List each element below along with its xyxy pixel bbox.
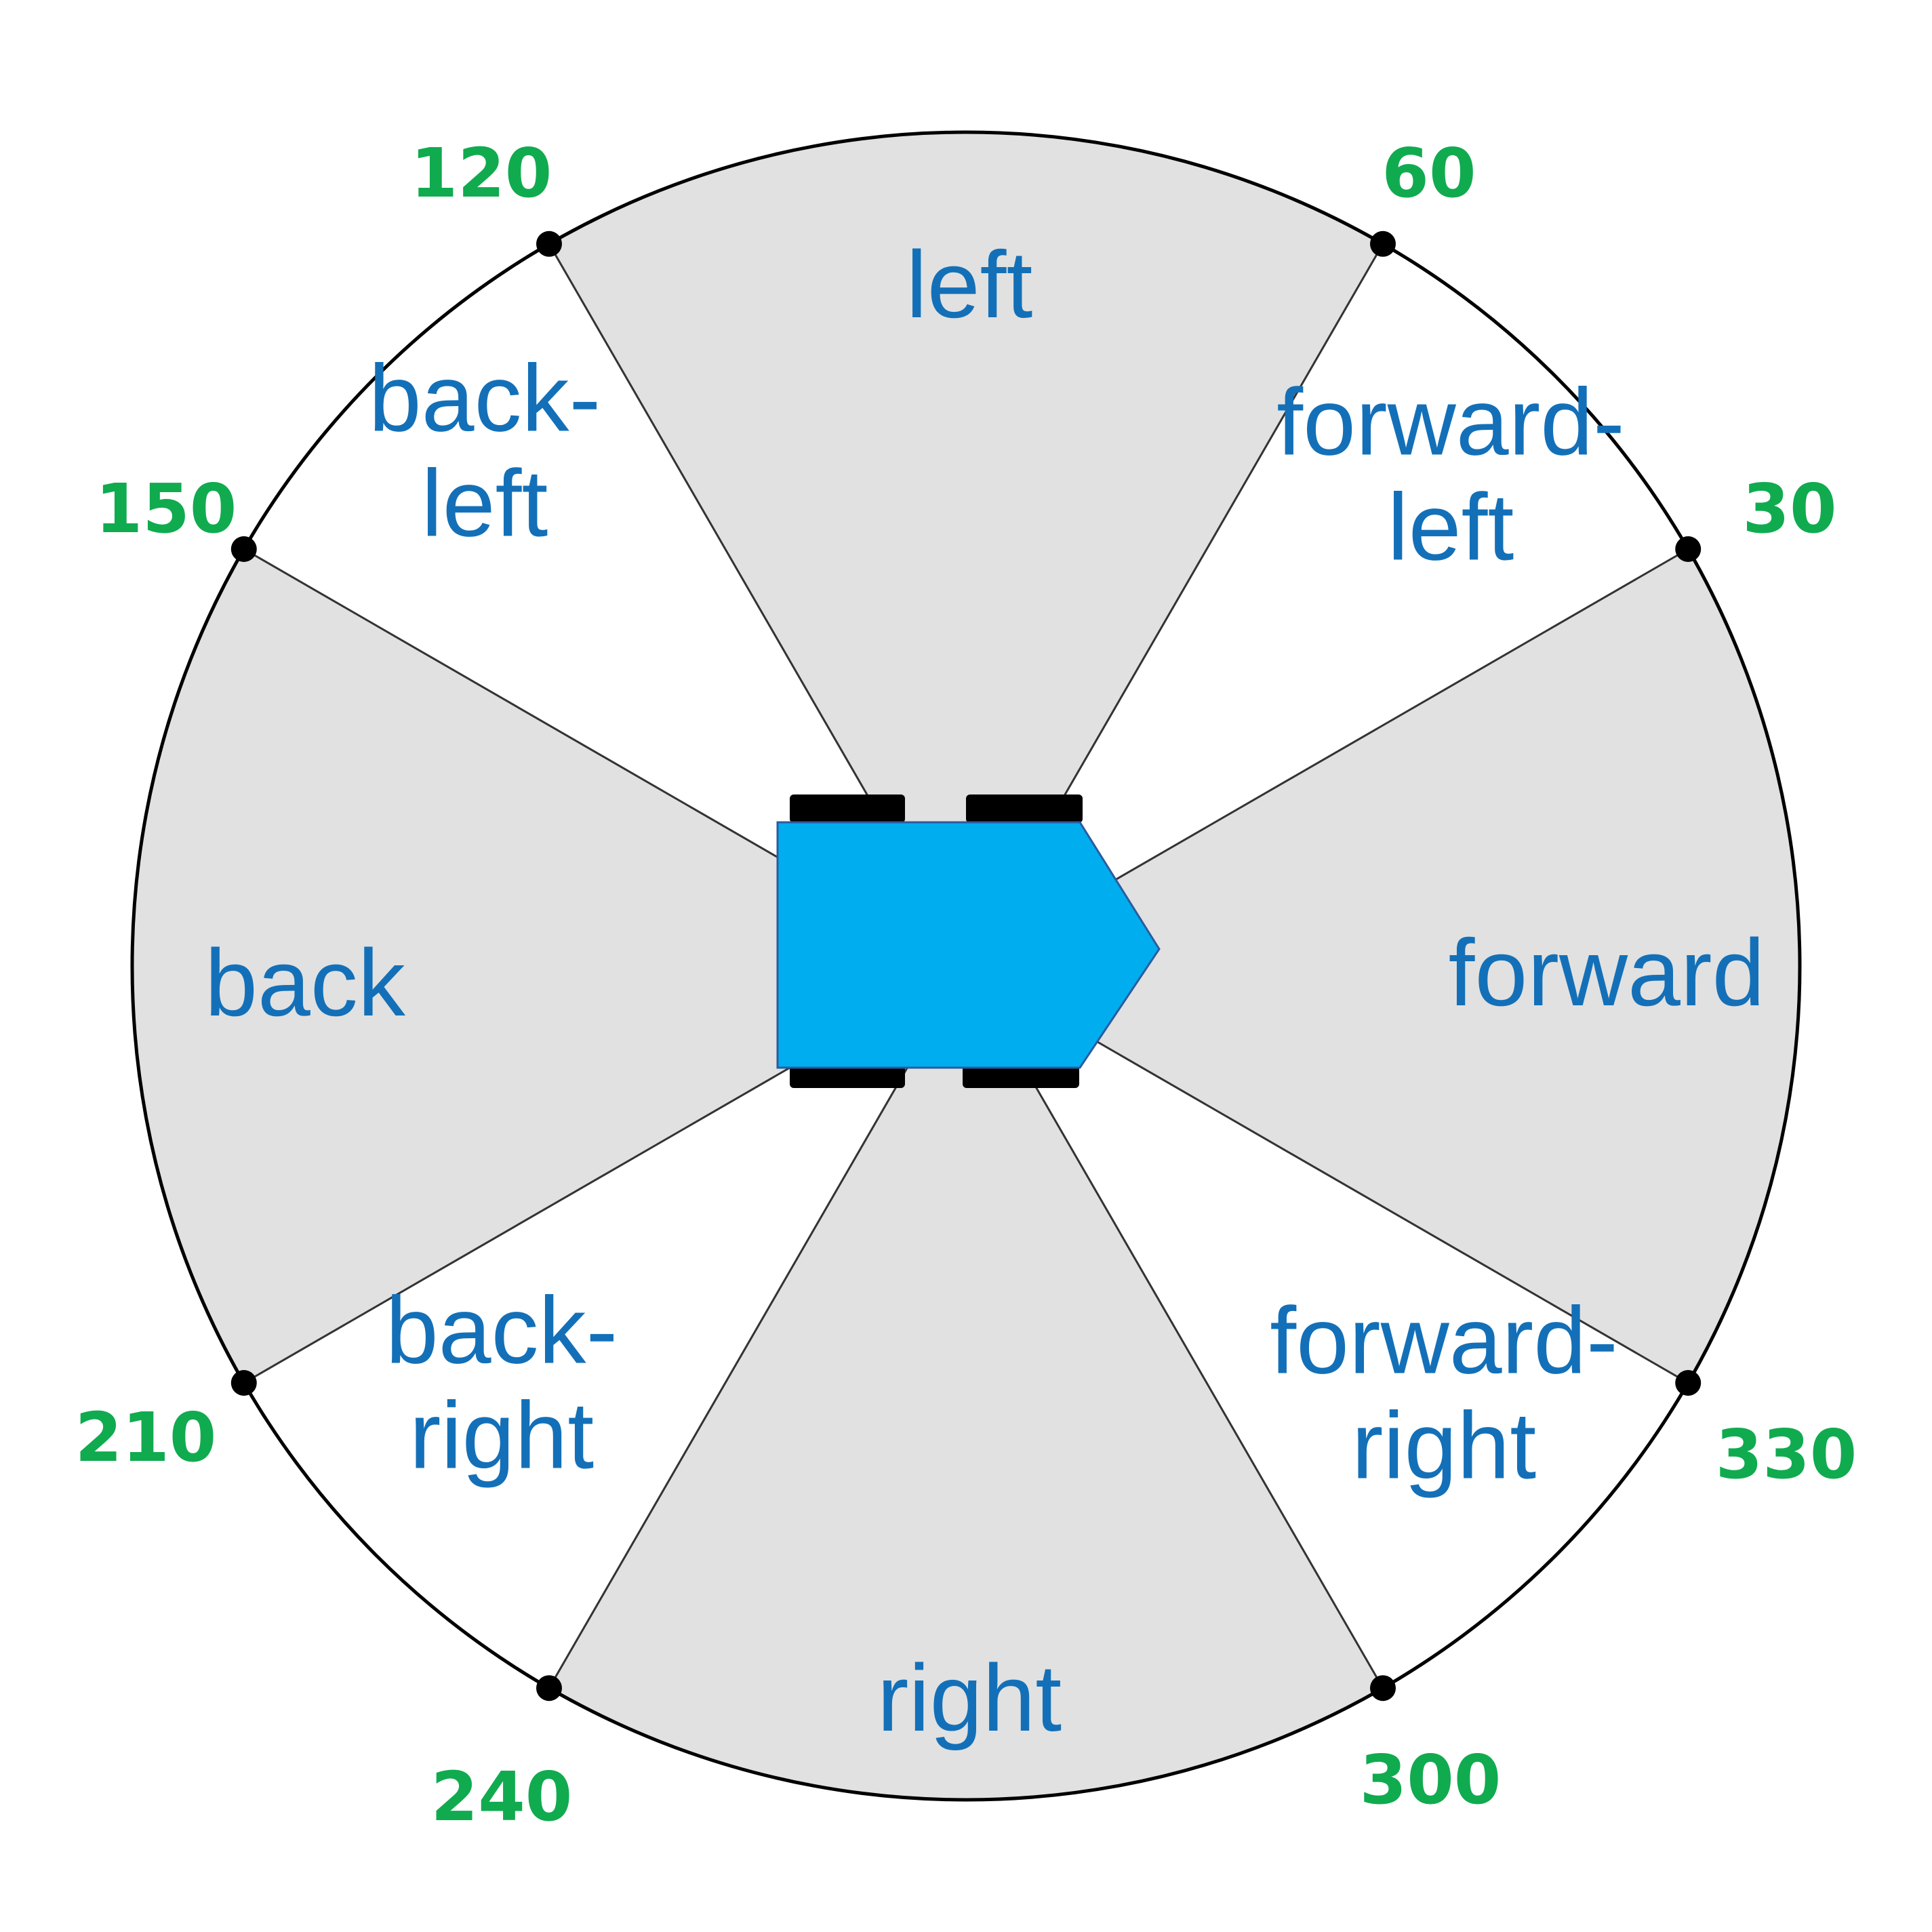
sector-back-left	[243, 243, 966, 966]
sector-labels: forwardforward-leftleftback-leftbackback…	[205, 231, 1765, 1751]
robot-wheel-top-rear	[790, 794, 905, 823]
sector-forward	[966, 549, 1800, 1383]
angle-marker-60	[1370, 230, 1396, 257]
sectors-layer	[132, 132, 1800, 1800]
sector-label-left: left	[906, 231, 1033, 338]
sector-label-line: forward-	[1276, 369, 1624, 475]
sector-label-line: back-	[369, 345, 601, 451]
sector-label-line: right	[1352, 1392, 1536, 1499]
angle-marker-210	[230, 1370, 257, 1396]
angle-label-330: 330	[1716, 1415, 1857, 1494]
angle-label-120: 120	[411, 134, 552, 213]
sector-left	[549, 132, 1383, 966]
angle-label-150: 150	[96, 469, 237, 548]
angle-marker-300	[1370, 1675, 1396, 1702]
sector-label-line: forward-	[1270, 1287, 1617, 1394]
sector-forward-left	[966, 243, 1689, 966]
sector-forward-right	[966, 966, 1689, 1689]
angle-label-300: 300	[1360, 1740, 1502, 1819]
angle-marker-240	[536, 1675, 562, 1702]
sector-back	[132, 549, 966, 1383]
sector-label-right: right	[877, 1645, 1062, 1751]
sector-back-right	[243, 966, 966, 1689]
sector-label-forward: forward	[1449, 919, 1765, 1026]
sector-label-forward-right: forward-right	[1270, 1287, 1617, 1499]
robot	[776, 794, 1161, 1088]
robot-wheel-top-front	[966, 794, 1083, 823]
sector-label-back-right: back-right	[386, 1277, 618, 1489]
sector-label-line: right	[877, 1645, 1062, 1751]
angle-marker-330	[1675, 1370, 1702, 1396]
outer-ring	[130, 130, 1802, 1802]
sector-label-back: back	[205, 929, 406, 1036]
sector-label-line: forward	[1449, 919, 1765, 1026]
sector-label-line: left	[422, 450, 548, 557]
angle-label-210: 210	[75, 1398, 217, 1477]
angle-labels: 30 60 120 150 210 240 300 330	[75, 134, 1857, 1836]
angle-marker-150	[230, 536, 257, 562]
robot-body	[776, 821, 1161, 1069]
sector-label-back-left: back-left	[369, 345, 601, 557]
angle-markers	[230, 230, 1702, 1702]
sector-label-line: right	[409, 1382, 594, 1489]
angle-label-240: 240	[431, 1757, 573, 1836]
sector-label-line: left	[1388, 474, 1514, 580]
angle-marker-120	[536, 230, 562, 257]
sector-label-forward-left: forward-left	[1276, 369, 1624, 580]
sector-right	[549, 966, 1383, 1800]
sector-label-line: left	[906, 231, 1033, 338]
angle-label-30: 30	[1742, 469, 1836, 548]
sector-label-line: back	[205, 929, 406, 1036]
angle-label-60: 60	[1382, 134, 1476, 213]
sector-label-line: back-	[386, 1277, 618, 1384]
angle-marker-30	[1675, 536, 1702, 562]
